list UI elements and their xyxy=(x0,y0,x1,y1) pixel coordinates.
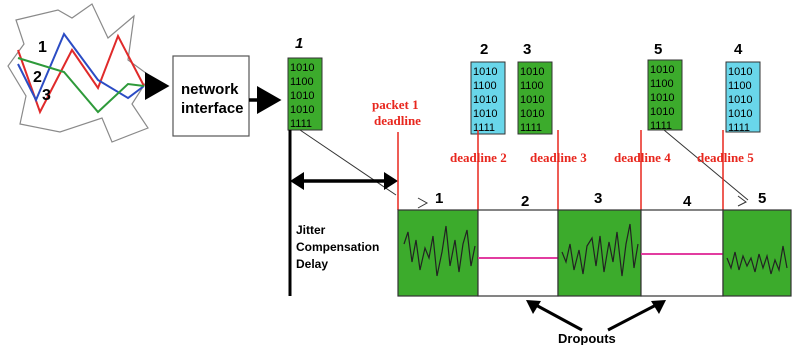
packet1-deadline-line1: packet 1 xyxy=(372,97,419,112)
packet-3: 3 1010 1100 1010 1010 1111 xyxy=(517,41,553,135)
network-interface-label-line2: interface xyxy=(181,100,244,117)
packet-4-bits-1: 1100 xyxy=(728,80,752,92)
packet-4-body xyxy=(725,61,761,133)
slot-3 xyxy=(557,209,642,297)
slot-5-label: 5 xyxy=(758,190,766,207)
packet-1-body xyxy=(287,57,323,131)
packet-1-bits-2: 1010 xyxy=(290,90,314,102)
packet-1-to-slot-arrow xyxy=(299,129,397,196)
packet-4-bits-0: 1010 xyxy=(728,66,752,78)
slot-1-label: 1 xyxy=(435,190,443,207)
packet-3-number: 3 xyxy=(523,41,531,58)
packet-3-bits-3: 1010 xyxy=(520,108,544,120)
packet-2-bits-3: 1010 xyxy=(473,108,497,120)
packet-2-bits-0: 1010 xyxy=(473,66,497,78)
playout-timeline: 1 2 3 4 5 xyxy=(397,190,792,297)
packet-5-bits-3: 1010 xyxy=(650,106,674,118)
packet-2-bits-1: 1100 xyxy=(473,80,497,92)
path-blue xyxy=(17,31,145,103)
packet-1: 1 1010 1100 1010 1010 1111 xyxy=(287,35,323,131)
cloud-label-1: 1 xyxy=(38,39,47,56)
slot-3-label: 3 xyxy=(594,190,602,207)
packet-3-bits-0: 1010 xyxy=(520,66,544,78)
packet-2-number: 2 xyxy=(480,41,488,58)
packet-4-bits-3: 1010 xyxy=(728,108,752,120)
packet-3-bits-4: 1111 xyxy=(520,122,542,134)
cloud-label-2: 2 xyxy=(33,69,42,86)
path-green xyxy=(17,57,145,114)
packet-4: 4 1010 1100 1010 1010 1111 xyxy=(725,41,761,134)
deadline-4-label: deadline 4 xyxy=(614,150,671,165)
packet-2-bits-2: 1010 xyxy=(473,94,497,106)
network-interface-box: network interface xyxy=(172,55,250,137)
packet-5-body xyxy=(647,59,683,131)
deadline-5-label: deadline 5 xyxy=(697,150,754,165)
jitter-label-line1: Jitter xyxy=(296,223,326,237)
slot-5-chevron xyxy=(737,195,747,207)
packet-5-bits-1: 1100 xyxy=(650,78,674,90)
jitter-label-line2: Compensation xyxy=(296,240,379,254)
packet-3-body xyxy=(517,61,553,135)
jitter-delay-arrow xyxy=(290,172,398,190)
dropouts-label: Dropouts xyxy=(558,331,616,345)
slot-3-waveform xyxy=(561,223,639,277)
slot-5-waveform xyxy=(726,245,788,275)
packet-5-bits-2: 1010 xyxy=(650,92,674,104)
packet-5-bits-0: 1010 xyxy=(650,64,674,76)
packet1-deadline-line2: deadline xyxy=(374,113,421,128)
slot-1-chevron xyxy=(417,197,429,209)
packet-4-number: 4 xyxy=(734,41,743,58)
packet-5-number: 5 xyxy=(654,41,662,58)
slot-2 xyxy=(477,209,559,297)
slot-4-label: 4 xyxy=(683,193,692,210)
packet-4-bits-4: 1111 xyxy=(728,122,750,134)
jitter-label-line3: Delay xyxy=(296,257,328,271)
dropouts-arrows xyxy=(526,300,666,332)
packet-3-bits-2: 1010 xyxy=(520,94,544,106)
slot-1 xyxy=(397,209,479,297)
packet-5-bits-4: 1111 xyxy=(650,120,672,132)
packet-1-bits-3: 1010 xyxy=(290,104,314,116)
packet-1-bits-4: 1111 xyxy=(290,118,312,130)
packet-2: 2 1010 1100 1010 1010 1111 xyxy=(470,41,506,135)
network-cloud: 1 2 3 xyxy=(7,3,151,143)
packet-5: 5 1010 1100 1010 1010 1111 xyxy=(647,41,683,132)
packet-1-bits-1: 1100 xyxy=(290,76,314,88)
cloud-outline xyxy=(7,3,151,143)
deadline-2-label: deadline 2 xyxy=(450,150,507,165)
packet-2-bits-4: 1111 xyxy=(473,122,495,134)
deadline-3-label: deadline 3 xyxy=(530,150,587,165)
slot-2-label: 2 xyxy=(521,193,529,210)
packet-5-to-slot-arrow xyxy=(663,129,749,201)
slot-1-waveform xyxy=(403,225,476,277)
packet-1-bits-0: 1010 xyxy=(290,62,314,74)
slot-5 xyxy=(722,209,792,297)
cloud-label-3: 3 xyxy=(42,87,51,104)
network-interface-label-line1: network xyxy=(181,81,239,98)
packet-3-bits-1: 1100 xyxy=(520,80,544,92)
packet-4-bits-2: 1010 xyxy=(728,94,752,106)
packet-1-number: 1 xyxy=(295,35,303,52)
packet-2-body xyxy=(470,61,506,135)
